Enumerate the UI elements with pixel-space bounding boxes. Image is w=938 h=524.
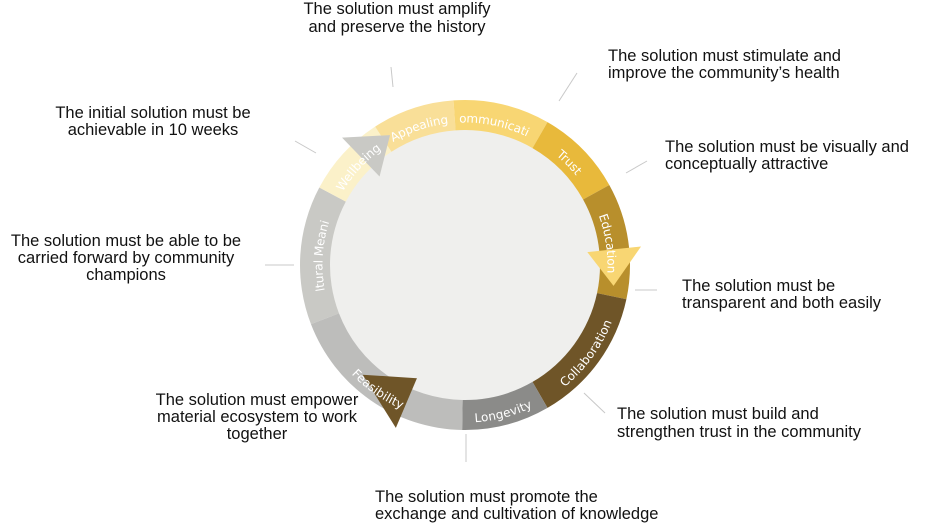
caption-line: The solution must be	[682, 277, 835, 295]
arrowhead-communication	[587, 246, 642, 286]
inner-disc	[323, 123, 607, 407]
ring-segment-communication	[453, 99, 548, 149]
caption-line: The solution must be visually and	[665, 138, 909, 156]
leader-lines	[265, 66, 657, 462]
arrowhead-cultural-meaning	[342, 135, 390, 177]
caption-line: together	[227, 425, 288, 443]
ring-segment-cultural-meaning	[300, 187, 346, 325]
ring-segment-trust	[532, 122, 610, 200]
arrowhead-collaboration	[362, 374, 417, 428]
caption-line: and preserve the history	[308, 18, 486, 36]
caption-line: exchange and cultivation of knowledge	[375, 505, 658, 523]
leader-line	[294, 140, 317, 154]
ring-segment-feasibility	[310, 313, 463, 430]
leader-line	[558, 72, 578, 102]
caption-line: conceptually attractive	[665, 155, 828, 173]
caption-line: material ecosystem to work	[157, 408, 358, 426]
caption-line: The solution must promote the	[375, 488, 598, 506]
caption-line: improve the community’s health	[608, 64, 840, 82]
ring-segment-longevity	[462, 381, 548, 430]
leader-line	[583, 392, 606, 414]
ring-segment-collaboration	[532, 293, 627, 408]
caption-line: transparent and both easily	[682, 294, 882, 312]
caption-line: strengthen trust in the community	[617, 423, 862, 441]
ring-segment-appealing	[375, 100, 456, 152]
caption-line: The solution must empower	[156, 391, 359, 409]
caption-line: The solution must stimulate and	[608, 47, 841, 65]
caption-line: carried forward by community	[18, 249, 235, 267]
caption-line: The solution must build and	[617, 405, 819, 423]
leader-line	[625, 160, 648, 174]
caption-line: The initial solution must be	[55, 104, 250, 122]
caption-line: The solution must amplify	[303, 0, 491, 18]
leader-line	[390, 66, 394, 88]
caption-line: champions	[86, 266, 166, 284]
caption-line: achievable in 10 weeks	[68, 121, 239, 139]
caption-line: The solution must be able to be	[11, 232, 241, 250]
